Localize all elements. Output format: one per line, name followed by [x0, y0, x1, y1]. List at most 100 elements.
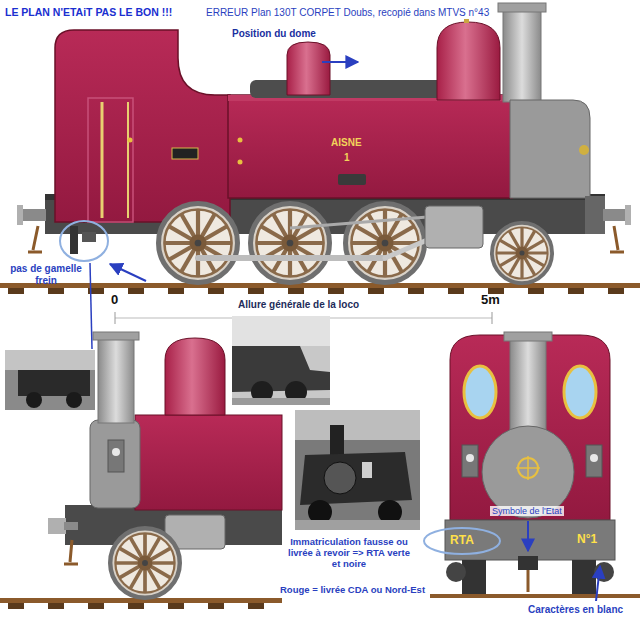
note: Rouge = livrée CDA ou Nord-Est	[280, 585, 425, 596]
buffer	[594, 562, 614, 582]
buffer	[625, 205, 631, 225]
rail	[430, 594, 640, 598]
cab-window	[464, 366, 496, 418]
brake	[82, 232, 96, 242]
buffer	[446, 562, 466, 582]
buffer	[22, 209, 46, 221]
sleepers	[0, 288, 640, 294]
wheel	[159, 204, 238, 283]
lamp	[108, 440, 124, 472]
cab-window	[564, 366, 596, 418]
photo-sky	[5, 350, 95, 370]
scale-tick	[115, 312, 116, 324]
side-tank	[135, 415, 282, 510]
rail	[0, 283, 640, 288]
lamp	[586, 445, 602, 477]
tank-number: 1	[344, 152, 350, 164]
chimney-cap	[498, 3, 546, 12]
arrow	[596, 566, 600, 601]
buffer	[17, 205, 23, 225]
lamp	[462, 445, 478, 477]
handrail	[101, 102, 104, 218]
handrail	[127, 102, 129, 218]
callout-label: Caractères en blanc	[528, 604, 623, 616]
arrow	[322, 61, 358, 63]
photo-wheel	[66, 392, 82, 408]
wheel	[110, 528, 180, 598]
photo-wagon	[18, 370, 90, 396]
fitting	[238, 138, 243, 143]
coupling	[28, 226, 42, 252]
fitting	[238, 160, 243, 165]
wheel	[492, 223, 552, 283]
front-view	[430, 332, 640, 598]
cab-back	[450, 335, 610, 520]
arrow	[527, 521, 529, 551]
chain	[527, 570, 530, 592]
photo-smokebox	[324, 462, 356, 494]
smokebox	[510, 100, 590, 198]
door-handle	[516, 456, 540, 480]
dome	[287, 42, 330, 95]
lamp-glass	[466, 454, 474, 462]
cylinder	[425, 206, 483, 248]
scale-tick	[492, 312, 493, 324]
buffer	[64, 522, 78, 530]
tank-lettering: AISNE	[331, 137, 362, 149]
wheel	[346, 204, 425, 283]
callout-label: Position du dome	[232, 28, 316, 40]
chimney	[510, 338, 546, 438]
side-view	[0, 3, 640, 324]
highlight-ellipse: RTA	[423, 527, 501, 555]
smokebox	[482, 426, 574, 518]
hatch	[338, 174, 366, 185]
scale-label: 0	[111, 293, 118, 308]
chimney-cap	[93, 332, 139, 340]
arrow	[110, 264, 146, 281]
maker-plate	[172, 148, 198, 159]
photo-sky	[232, 316, 330, 346]
lamp-glass	[590, 454, 598, 462]
coupler	[518, 556, 538, 570]
buffer	[603, 209, 627, 221]
coupling	[610, 226, 624, 252]
chimney-cap	[504, 332, 552, 341]
photo-frame	[5, 350, 95, 410]
photo-loco	[300, 452, 412, 505]
sleepers	[0, 603, 282, 609]
smokebox	[90, 420, 140, 508]
callout-label: pas de gamelle frein	[5, 263, 87, 286]
side-tank	[228, 95, 512, 198]
steam-dome	[437, 22, 500, 100]
buffer-beam	[585, 196, 605, 234]
wheel	[251, 204, 330, 283]
cab-door	[88, 98, 133, 222]
boiler	[250, 80, 445, 98]
cab	[55, 30, 230, 222]
chimney	[503, 10, 541, 102]
photo	[295, 410, 420, 530]
dome	[165, 338, 225, 415]
callout-label: Symbole de l'Etat	[490, 506, 564, 516]
highlight-ellipse	[60, 221, 108, 261]
photo-frame	[232, 316, 330, 405]
coupling	[64, 540, 78, 564]
chimney	[98, 338, 134, 423]
valve-gear	[290, 216, 440, 228]
photo-loco	[232, 346, 330, 392]
brake	[70, 226, 78, 254]
heading-note: ERREUR Plan 130T CORPET Doubs, recopié d…	[204, 7, 491, 19]
annotations	[60, 62, 600, 601]
wheel	[462, 560, 486, 594]
photo	[232, 316, 330, 405]
photo-ground	[295, 520, 420, 530]
photo-caption: Allure générale de la loco	[236, 299, 361, 311]
title: LE PLAN N'ETAiT PAS LE BON !!!	[5, 6, 172, 18]
coupling-rod	[198, 255, 385, 261]
photo	[5, 350, 95, 410]
lamp-bracket	[579, 145, 589, 155]
plate-lettering: RTA	[450, 534, 474, 548]
